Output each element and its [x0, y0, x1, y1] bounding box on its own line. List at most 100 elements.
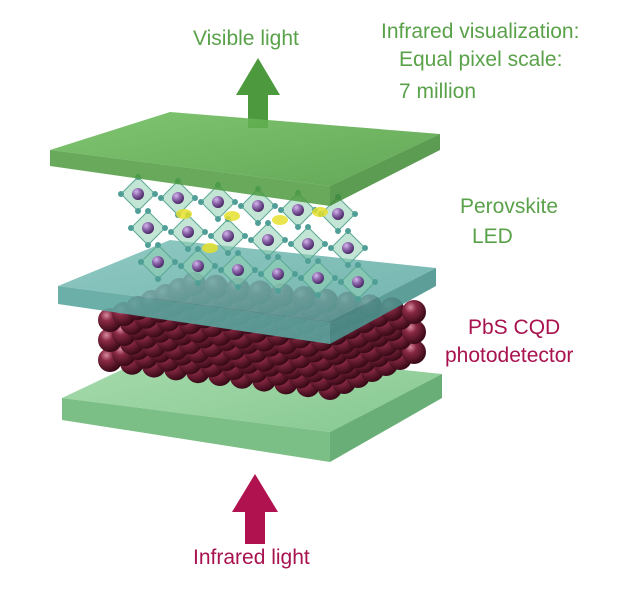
halide-sphere	[278, 207, 284, 213]
pixel-count-label: 7 million	[399, 80, 477, 103]
organic-cation-accent	[202, 243, 218, 253]
quantum-dot-sphere	[402, 300, 426, 324]
halide-sphere	[322, 241, 328, 247]
perovskite-cation	[312, 272, 324, 284]
perovskite-label: Perovskite	[460, 195, 559, 218]
halide-sphere	[212, 263, 218, 269]
halide-sphere	[235, 250, 241, 256]
halide-sphere	[152, 191, 158, 197]
halide-sphere	[265, 254, 271, 260]
halide-sphere	[118, 191, 124, 197]
halide-sphere	[292, 271, 298, 277]
halide-sphere	[328, 245, 334, 251]
perovskite-cation	[232, 264, 244, 276]
halide-sphere	[298, 275, 304, 281]
photodetector-label: photodetector	[445, 344, 574, 367]
pixel-scale-label: Equal pixel scale:	[399, 48, 563, 71]
halide-sphere	[192, 195, 198, 201]
visible-light-arrow	[236, 58, 280, 128]
halide-sphere	[282, 237, 288, 243]
perovskite-cation	[222, 230, 234, 242]
halide-sphere	[338, 279, 344, 285]
organic-cation-accent	[176, 209, 192, 219]
halide-sphere	[208, 233, 214, 239]
halide-sphere	[195, 280, 201, 286]
halide-sphere	[305, 258, 311, 264]
organic-cation-accent	[272, 215, 288, 225]
halide-sphere	[372, 279, 378, 285]
halide-sphere	[145, 208, 151, 214]
halide-sphere	[265, 220, 271, 226]
visible-light-label: Visible light	[193, 27, 299, 50]
halide-sphere	[255, 220, 261, 226]
halide-sphere	[362, 245, 368, 251]
halide-sphere	[162, 225, 168, 231]
halide-sphere	[168, 229, 174, 235]
halide-sphere	[242, 233, 248, 239]
halide-sphere	[145, 242, 151, 248]
halide-sphere	[248, 237, 254, 243]
halide-sphere	[155, 276, 161, 282]
perovskite-cation	[182, 226, 194, 238]
up-arrow-icon	[236, 58, 280, 128]
halide-sphere	[218, 267, 224, 273]
halide-sphere	[235, 284, 241, 290]
perovskite-cation	[172, 192, 184, 204]
halide-sphere	[332, 275, 338, 281]
perovskite-cation	[252, 200, 264, 212]
halide-sphere	[252, 267, 258, 273]
halide-sphere	[355, 262, 361, 268]
halide-sphere	[158, 195, 164, 201]
up-arrow-icon	[232, 474, 278, 544]
halide-sphere	[335, 228, 341, 234]
perovskite-cation	[302, 238, 314, 250]
perovskite-cation	[342, 242, 354, 254]
halide-sphere	[355, 296, 361, 302]
perovskite-cation	[332, 208, 344, 220]
halide-sphere	[128, 225, 134, 231]
infrared-light-label: Infrared light	[193, 546, 310, 569]
organic-cation-accent	[312, 207, 328, 217]
halide-sphere	[155, 242, 161, 248]
halide-sphere	[345, 262, 351, 268]
led-label: LED	[472, 225, 513, 248]
halide-sphere	[178, 263, 184, 269]
halide-sphere	[315, 258, 321, 264]
halide-sphere	[288, 241, 294, 247]
perovskite-cation	[132, 188, 144, 200]
perovskite-cation	[262, 234, 274, 246]
halide-sphere	[258, 271, 264, 277]
top-electrode-plate	[50, 112, 440, 206]
halide-sphere	[272, 203, 278, 209]
perovskite-cation	[352, 276, 364, 288]
halide-sphere	[135, 208, 141, 214]
halide-sphere	[305, 224, 311, 230]
halide-sphere	[225, 250, 231, 256]
halide-sphere	[295, 224, 301, 230]
halide-sphere	[275, 254, 281, 260]
perovskite-cation	[212, 196, 224, 208]
infrared-light-arrow	[232, 474, 278, 544]
halide-sphere	[215, 216, 221, 222]
halide-sphere	[198, 199, 204, 205]
halide-sphere	[195, 246, 201, 252]
infrared-visualization-title: Infrared visualization:	[381, 20, 580, 43]
halide-sphere	[275, 288, 281, 294]
halide-sphere	[345, 228, 351, 234]
perovskite-cation	[152, 256, 164, 268]
halide-sphere	[315, 292, 321, 298]
perovskite-cation	[142, 222, 154, 234]
perovskite-cation	[272, 268, 284, 280]
organic-cation-accent	[224, 211, 240, 221]
halide-sphere	[185, 246, 191, 252]
halide-sphere	[138, 259, 144, 265]
halide-sphere	[172, 259, 178, 265]
halide-sphere	[238, 203, 244, 209]
pbs-cqd-label: PbS CQD	[468, 316, 561, 339]
halide-sphere	[202, 229, 208, 235]
halide-sphere	[352, 211, 358, 217]
perovskite-cation	[192, 260, 204, 272]
halide-sphere	[232, 199, 238, 205]
